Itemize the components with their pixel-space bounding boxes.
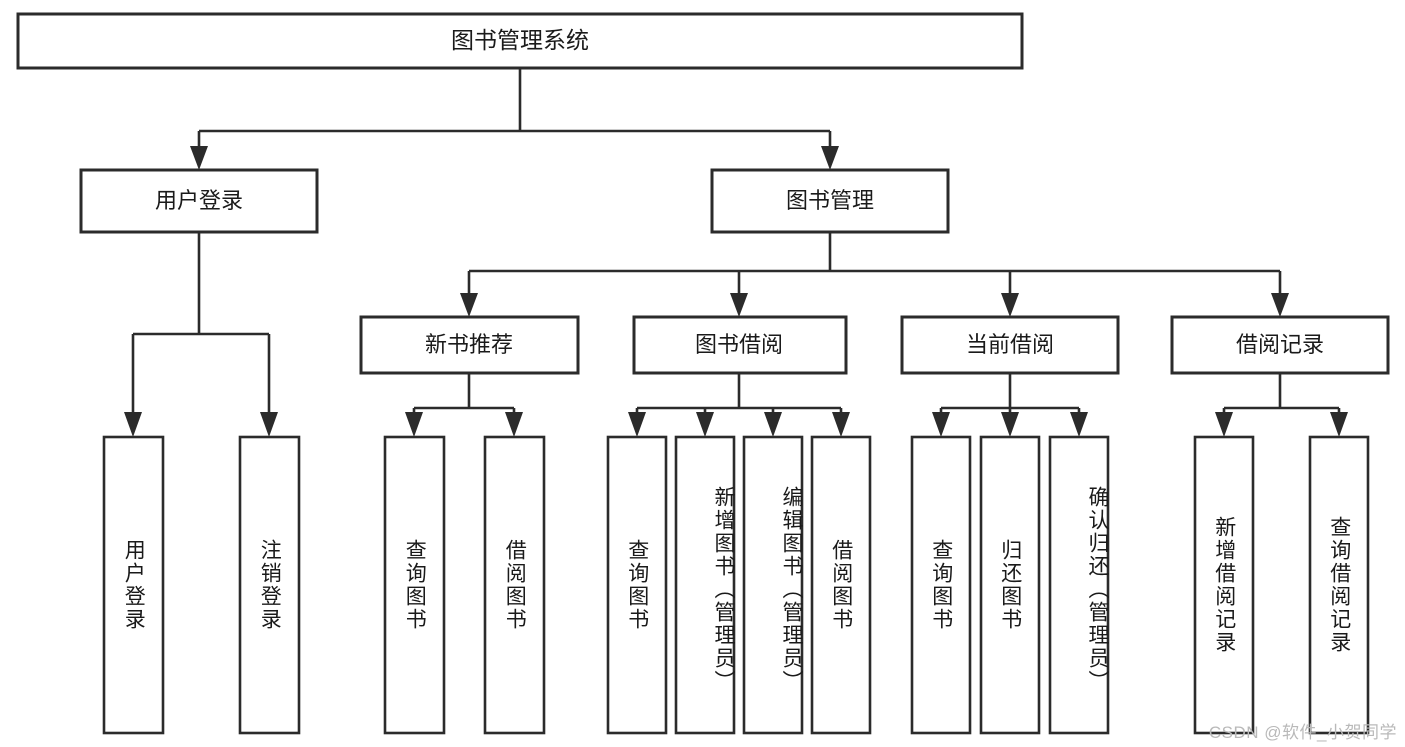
arrow-new-book-leaf2 <box>505 412 523 437</box>
arrow-book-borrow-leaf1 <box>628 412 646 437</box>
node-current-borrow[interactable]: 当前借阅 <box>900 315 1120 375</box>
arrow-book-mgmt-c4 <box>1271 293 1289 317</box>
connector-group-book-mgmt <box>460 232 1289 317</box>
node-book-borrow-box[interactable] <box>632 315 848 375</box>
leaf-box-new-book-1[interactable] <box>383 435 446 735</box>
arrow-book-borrow-leaf2 <box>696 412 714 437</box>
arrow-root-to-user-login <box>190 146 208 170</box>
leaf-box-current-borrow-3[interactable] <box>1048 435 1110 735</box>
leaf-box-borrow-record-1[interactable] <box>1193 435 1255 735</box>
connector-group-borrow-record <box>1215 373 1348 437</box>
leaf-box-current-borrow-2[interactable] <box>979 435 1041 735</box>
leaf-box-borrow-record-2[interactable] <box>1308 435 1370 735</box>
node-root-label: 图书管理系统 <box>451 27 589 53</box>
arrow-book-borrow-leaf3 <box>764 412 782 437</box>
connector-group-current-borrow <box>932 373 1088 437</box>
leaf-box-user-login-2[interactable] <box>238 435 301 735</box>
node-borrow-record[interactable]: 借阅记录 <box>1170 315 1390 375</box>
node-book-borrow[interactable]: 图书借阅 <box>632 315 848 375</box>
leaf-boxes-borrow-record <box>1193 435 1370 735</box>
node-current-borrow-box[interactable] <box>900 315 1120 375</box>
connector-group-user-login <box>124 232 278 437</box>
node-book-borrow-label: 图书借阅 <box>695 332 783 357</box>
arrow-book-mgmt-c1 <box>460 293 478 317</box>
connector-group-book-borrow <box>628 373 850 437</box>
leaf-box-user-login-1[interactable] <box>102 435 165 735</box>
leaf-box-new-book-2[interactable] <box>483 435 546 735</box>
arrow-book-borrow-leaf4 <box>832 412 850 437</box>
arrow-user-login-leaf2 <box>260 412 278 437</box>
leaf-box-current-borrow-1[interactable] <box>910 435 972 735</box>
leaf-box-book-borrow-2[interactable] <box>674 435 736 735</box>
arrow-root-to-book-mgmt <box>821 146 839 170</box>
node-book-management-label: 图书管理 <box>786 188 874 213</box>
node-borrow-record-label: 借阅记录 <box>1236 332 1324 357</box>
arrow-book-mgmt-c3 <box>1001 293 1019 317</box>
arrow-borrow-record-leaf2 <box>1330 412 1348 437</box>
node-current-borrow-label: 当前借阅 <box>966 332 1054 357</box>
node-book-management[interactable]: 图书管理 <box>710 168 950 234</box>
node-user-login-box[interactable] <box>79 168 319 234</box>
node-book-management-box[interactable] <box>710 168 950 234</box>
arrow-user-login-leaf1 <box>124 412 142 437</box>
leaf-box-book-borrow-1[interactable] <box>606 435 668 735</box>
node-root-box[interactable] <box>16 12 1024 70</box>
leaf-boxes-user-login <box>102 435 301 735</box>
arrow-current-borrow-leaf2 <box>1001 412 1019 437</box>
arrow-borrow-record-leaf1 <box>1215 412 1233 437</box>
watermark-text: CSDN @软件_小贺同学 <box>1208 723 1397 742</box>
leaf-boxes-new-book-recommend <box>383 435 546 735</box>
node-borrow-record-box[interactable] <box>1170 315 1390 375</box>
connector-group-root <box>190 68 839 170</box>
arrow-new-book-leaf1 <box>405 412 423 437</box>
leaf-boxes-book-borrow <box>606 435 872 735</box>
node-user-login-label: 用户登录 <box>155 188 243 213</box>
leaf-boxes-current-borrow <box>910 435 1110 735</box>
arrow-book-mgmt-c2 <box>730 293 748 317</box>
connector-group-new-book <box>405 373 523 437</box>
node-new-book-recommend-box[interactable] <box>359 315 580 375</box>
node-root[interactable]: 图书管理系统 <box>16 12 1024 70</box>
node-new-book-recommend-label: 新书推荐 <box>425 332 513 357</box>
arrow-current-borrow-leaf1 <box>932 412 950 437</box>
leaf-box-book-borrow-4[interactable] <box>810 435 872 735</box>
node-new-book-recommend[interactable]: 新书推荐 <box>359 315 580 375</box>
node-user-login[interactable]: 用户登录 <box>79 168 319 234</box>
arrow-current-borrow-leaf3 <box>1070 412 1088 437</box>
leaf-box-book-borrow-3[interactable] <box>742 435 804 735</box>
